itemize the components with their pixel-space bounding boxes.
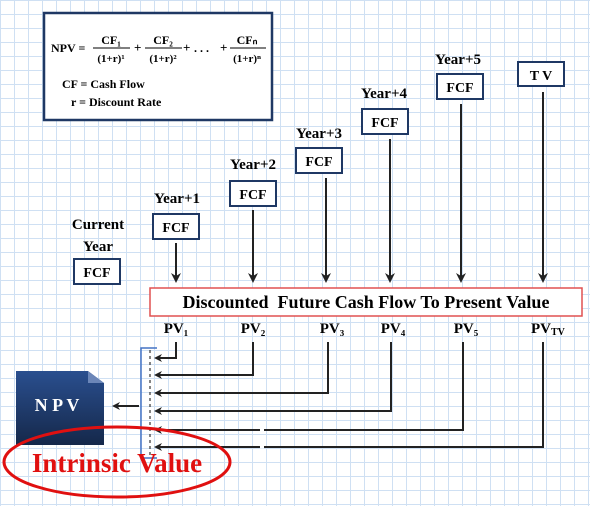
- pv-labels: PV₁ PV₂ PV₃ PV₄ PV₅ PVTV: [164, 321, 566, 338]
- npv-badge: N P V: [16, 371, 104, 445]
- pv-1: PV₁: [164, 321, 189, 337]
- connector-pv-tv: [154, 342, 544, 451]
- cash-flow-definition: CF = Cash Flow: [62, 77, 145, 91]
- termn-numerator: CFₙ: [237, 33, 258, 47]
- formula-box: NPV = CF₁ (1+r)¹ + CF₂ (1+r)² + . . . + …: [42, 11, 274, 122]
- summation-bracket: [140, 347, 157, 459]
- intrinsic-value-callout: Intrinsic Value: [2, 425, 232, 499]
- discount-rate-definition: r = Discount Rate: [71, 95, 162, 109]
- ellipsis: . . .: [194, 41, 209, 55]
- pv-connectors: [112, 342, 544, 459]
- label-current: Current: [72, 217, 124, 233]
- connector-pv4: [154, 342, 392, 415]
- connector-pv3: [154, 342, 329, 397]
- pv-4: PV₄: [381, 321, 406, 337]
- npv-badge-text: N P V: [35, 395, 80, 415]
- fcf-current: FCF: [83, 266, 110, 281]
- plus-sign: +: [220, 40, 227, 55]
- label-year-plus-2: Year+2: [230, 157, 276, 173]
- label-year-plus-3: Year+3: [296, 126, 342, 142]
- plus-sign: +: [183, 40, 190, 55]
- fcf-year-4: FCF: [371, 116, 398, 131]
- fcf-boxes: FCF FCF FCF FCF FCF FCF T V: [73, 61, 565, 285]
- connector-pv2: [154, 342, 254, 379]
- npv-formula-label: NPV =: [51, 41, 85, 55]
- label-year: Year: [83, 239, 113, 255]
- pv-tv: PVTV: [531, 321, 566, 338]
- fcf-year-5: FCF: [446, 81, 473, 96]
- label-year-plus-4: Year+4: [361, 86, 408, 102]
- pv-5: PV₅: [454, 321, 479, 337]
- label-year-plus-1: Year+1: [154, 191, 200, 207]
- fcf-year-1: FCF: [162, 221, 189, 236]
- connector-pv5: [154, 342, 464, 434]
- plus-sign: +: [134, 40, 141, 55]
- termn-denominator: (1+r)ⁿ: [233, 53, 261, 65]
- fcf-year-3: FCF: [305, 155, 332, 170]
- term1-numerator: CF₁: [101, 33, 121, 47]
- connector-pv1: [154, 342, 177, 362]
- label-year-plus-5: Year+5: [435, 52, 481, 68]
- term2-denominator: (1+r)²: [149, 53, 177, 65]
- term2-numerator: CF₂: [153, 33, 173, 47]
- intrinsic-value-text: Intrinsic Value: [32, 448, 202, 478]
- pv-3: PV₃: [320, 321, 345, 337]
- pv-2: PV₂: [241, 321, 266, 337]
- cash-flow-arrows: [171, 92, 548, 283]
- fcf-year-2: FCF: [239, 188, 266, 203]
- terminal-value-box: T V: [530, 69, 552, 84]
- term1-denominator: (1+r)¹: [97, 53, 124, 65]
- discount-banner-text: Discounted Future Cash Flow To Present V…: [183, 292, 550, 312]
- discount-banner: Discounted Future Cash Flow To Present V…: [149, 287, 583, 317]
- column-headers: Current Year Year+1 Year+2 Year+3 Year+4…: [72, 52, 481, 255]
